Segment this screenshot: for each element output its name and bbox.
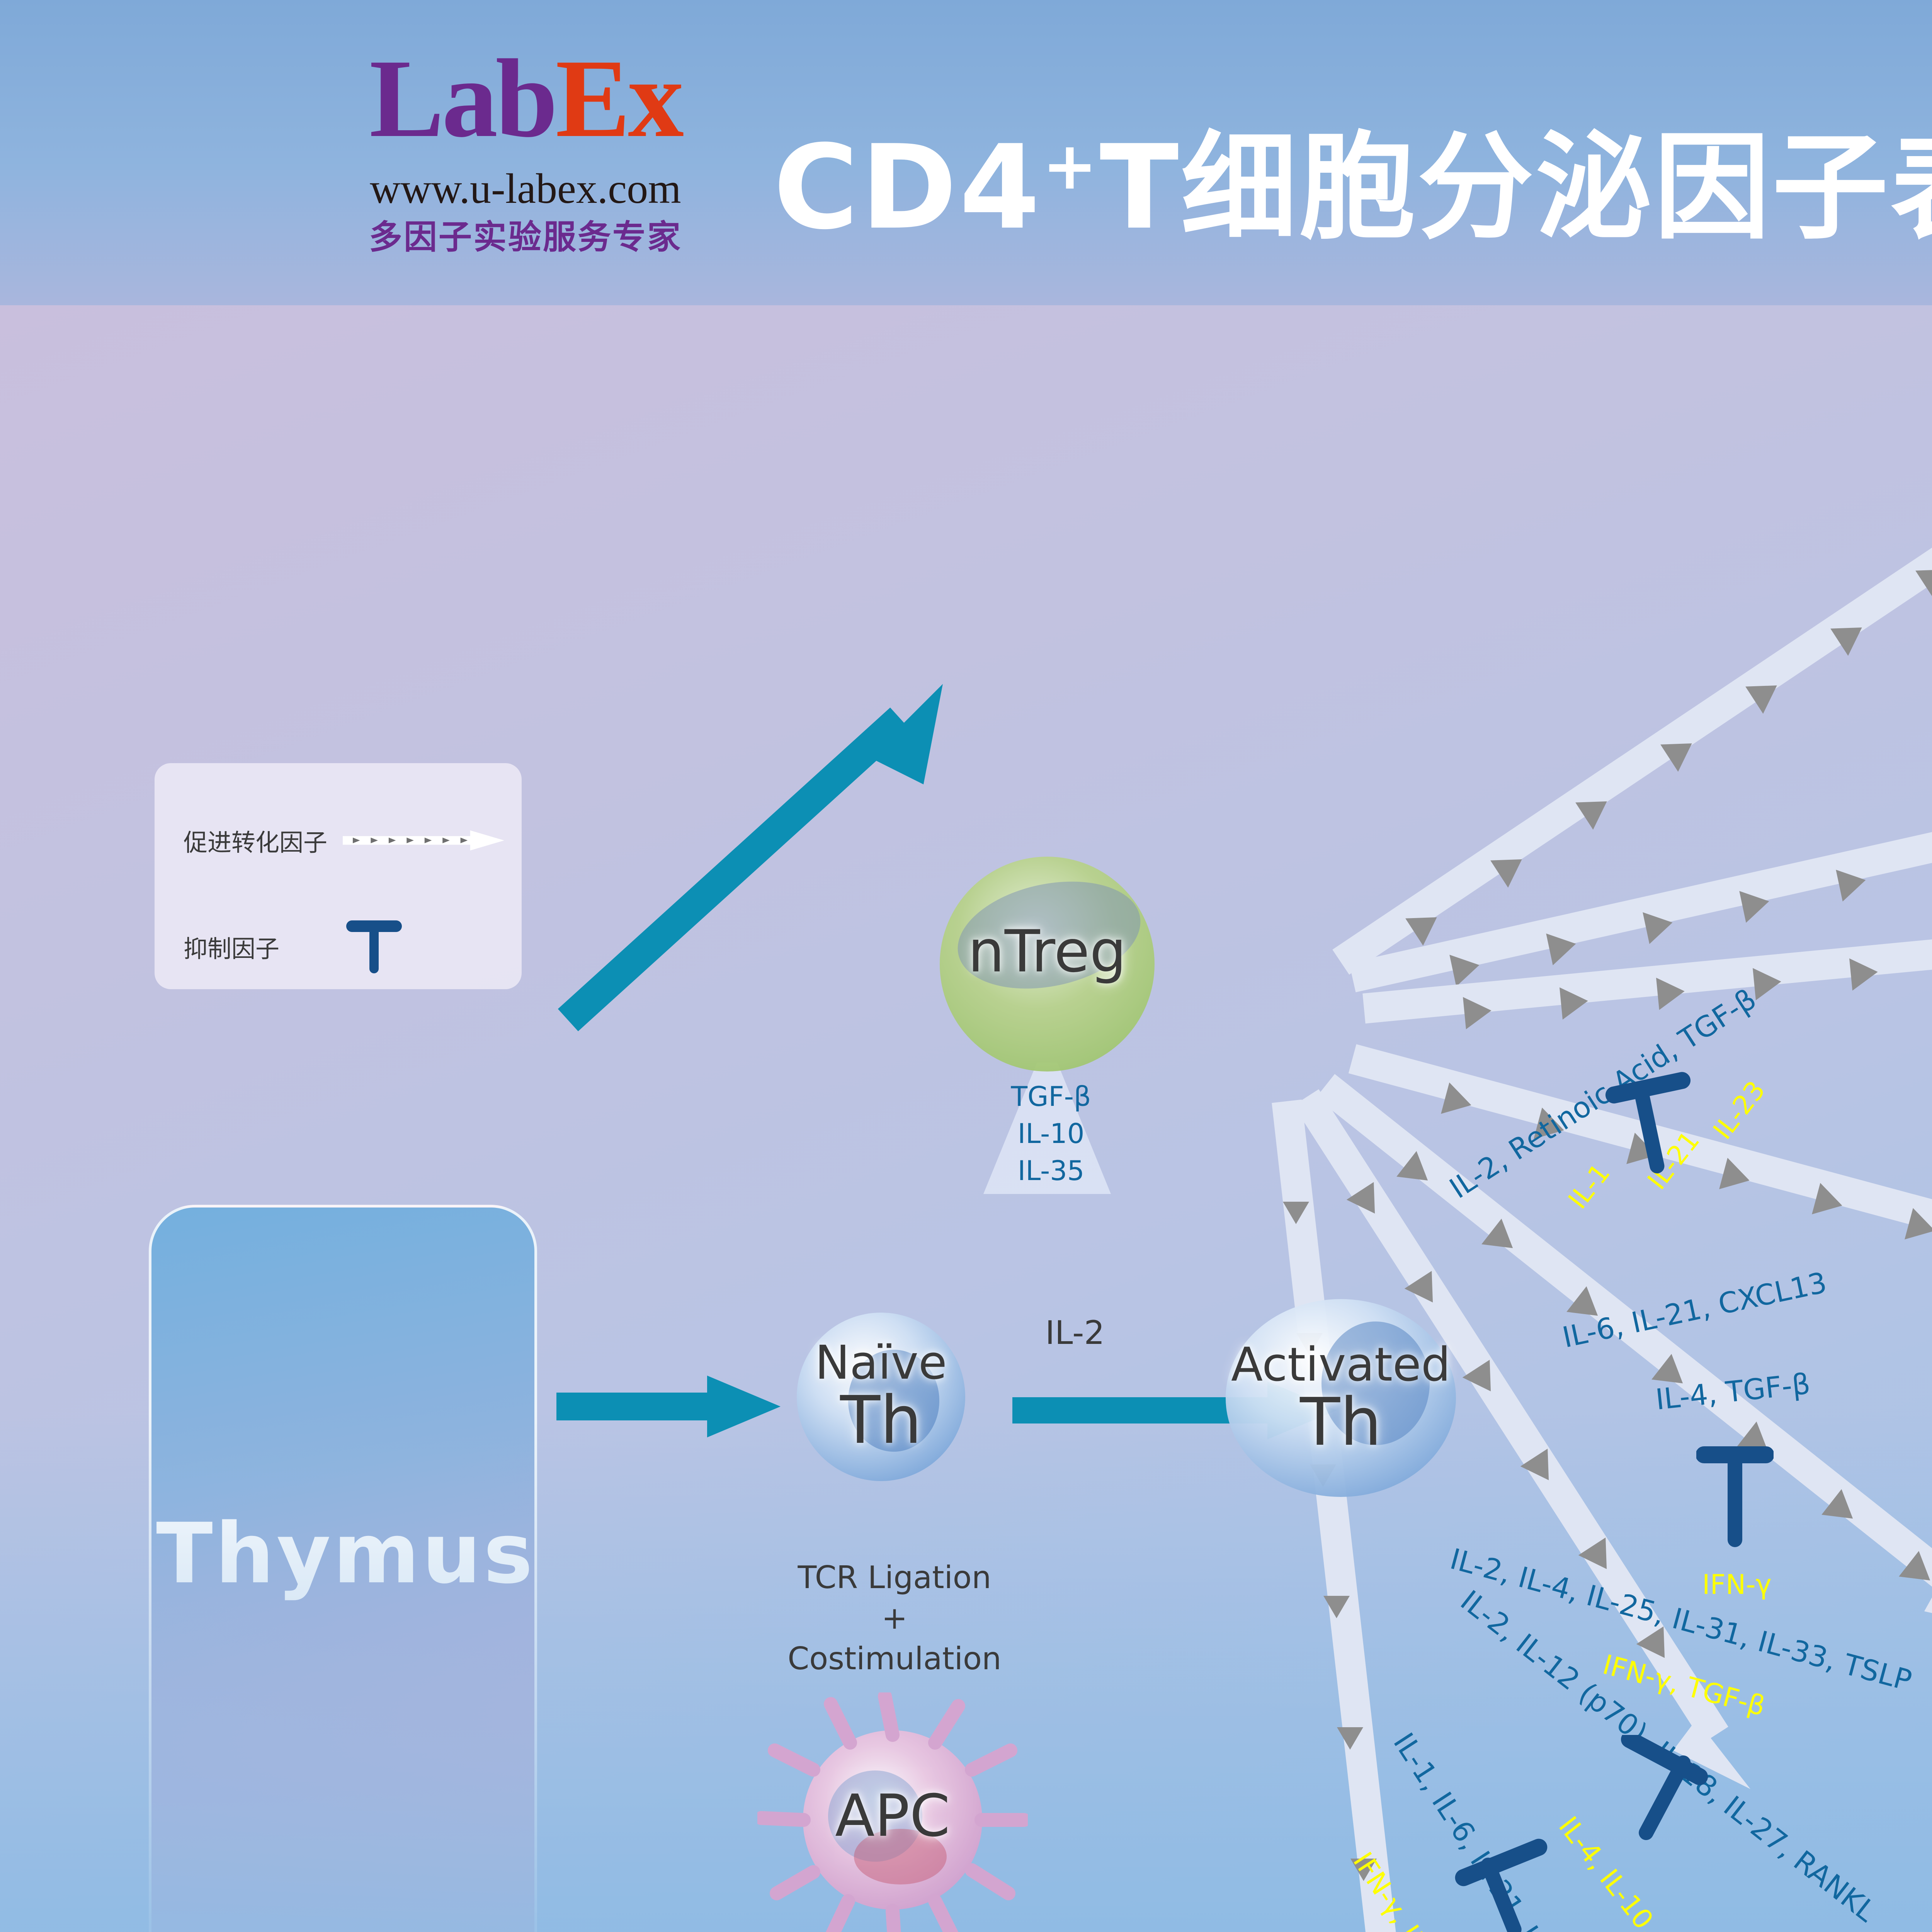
thymus-label: Thymus (156, 1505, 535, 1602)
apc-cell-icon (757, 1692, 1028, 1932)
label-il2-activation: IL-2 (1045, 1314, 1105, 1352)
cytokine-item: TGF-β (1011, 1081, 1091, 1112)
ntreg-cell-icon (940, 857, 1155, 1071)
pathway-arrow-th9 (1362, 939, 1932, 1029)
cytokine-item: IL-35 (1017, 1155, 1085, 1187)
t-bar-icon (346, 920, 402, 973)
naive-th-cell-icon (797, 1313, 965, 1481)
teal-arrow-to-ntreg (558, 684, 943, 1031)
plabel-th9-inhibit-0: IFN-γ (1702, 1569, 1772, 1600)
activated-th-cell-icon (1226, 1299, 1456, 1497)
pathway-arrow-th2 (1348, 1044, 1932, 1240)
diagram-stage: 促进转化因子 抑制因子 (0, 305, 1932, 1932)
logo-lab-text: Lab (369, 36, 558, 160)
cell-th1[interactable]: Th1 (1928, 1833, 1932, 1932)
labex-logo: LabEx www.u-labex.com 多因子实验服务专家 (332, 41, 719, 257)
title-main: CD4 (773, 120, 1043, 255)
thymus-box: Thymus (149, 1205, 537, 1932)
tbar-itreg (1605, 1072, 1691, 1173)
tbar-th1 (1621, 1735, 1708, 1840)
tcr-note: TCR Ligation + Costimulation (787, 1560, 1002, 1677)
pathway-arrow-th1 (1316, 1074, 1932, 1613)
logo-wordmark: LabEx (332, 41, 719, 156)
pathway-arrow-tfh (1349, 832, 1932, 993)
logo-url: www.u-labex.com (370, 165, 681, 212)
title-rest: T细胞分泌因子表 (1099, 120, 1932, 255)
teal-arrow-to-naive-th (556, 1376, 781, 1437)
cytokine-item: IL-10 (1017, 1118, 1085, 1150)
dotted-arrow-icon (343, 830, 504, 851)
ntreg-label: nTreg (968, 918, 1127, 985)
poster-header: LabEx www.u-labex.com 多因子实验服务专家 CD4+T细胞分… (0, 0, 1932, 305)
pathway-arrow-th17 (1293, 1089, 1750, 1789)
page-title: CD4+T细胞分泌因子表 (0, 104, 1932, 250)
legend-box: 促进转化因子 抑制因子 (155, 763, 522, 989)
legend-row-inhibit: 抑制因子 (184, 918, 504, 976)
legend-inhibit-label: 抑制因子 (184, 935, 280, 963)
pathway-arrow-layer (1272, 548, 1932, 1932)
pathway-arrow-itreg (1332, 548, 1932, 975)
logo-ex-text: Ex (555, 36, 684, 160)
legend-promote-label: 促进转化因子 (184, 828, 328, 857)
cell-ntreg[interactable]: nTreg (925, 848, 1169, 1088)
apc-label: APC (835, 1782, 950, 1850)
logo-tagline: 多因子实验服务专家 (369, 218, 682, 257)
title-superscript: + (1042, 128, 1100, 204)
legend-row-promote: 促进转化因子 (184, 823, 504, 858)
th1-cell-icon (1928, 1833, 1932, 1932)
cell-apc[interactable]: APC (757, 1692, 1028, 1932)
tbar-th17 (1455, 1838, 1548, 1932)
tbar-th9 (1696, 1446, 1774, 1547)
